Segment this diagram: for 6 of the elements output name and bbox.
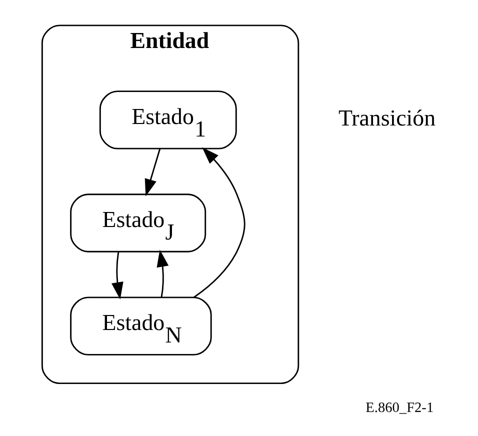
caption: E.860_F2-1 (366, 400, 434, 416)
label: Transición (338, 105, 436, 130)
arrow (194, 147, 246, 298)
arrow (156, 250, 169, 298)
arrow (111, 252, 124, 300)
arrow (144, 148, 161, 196)
